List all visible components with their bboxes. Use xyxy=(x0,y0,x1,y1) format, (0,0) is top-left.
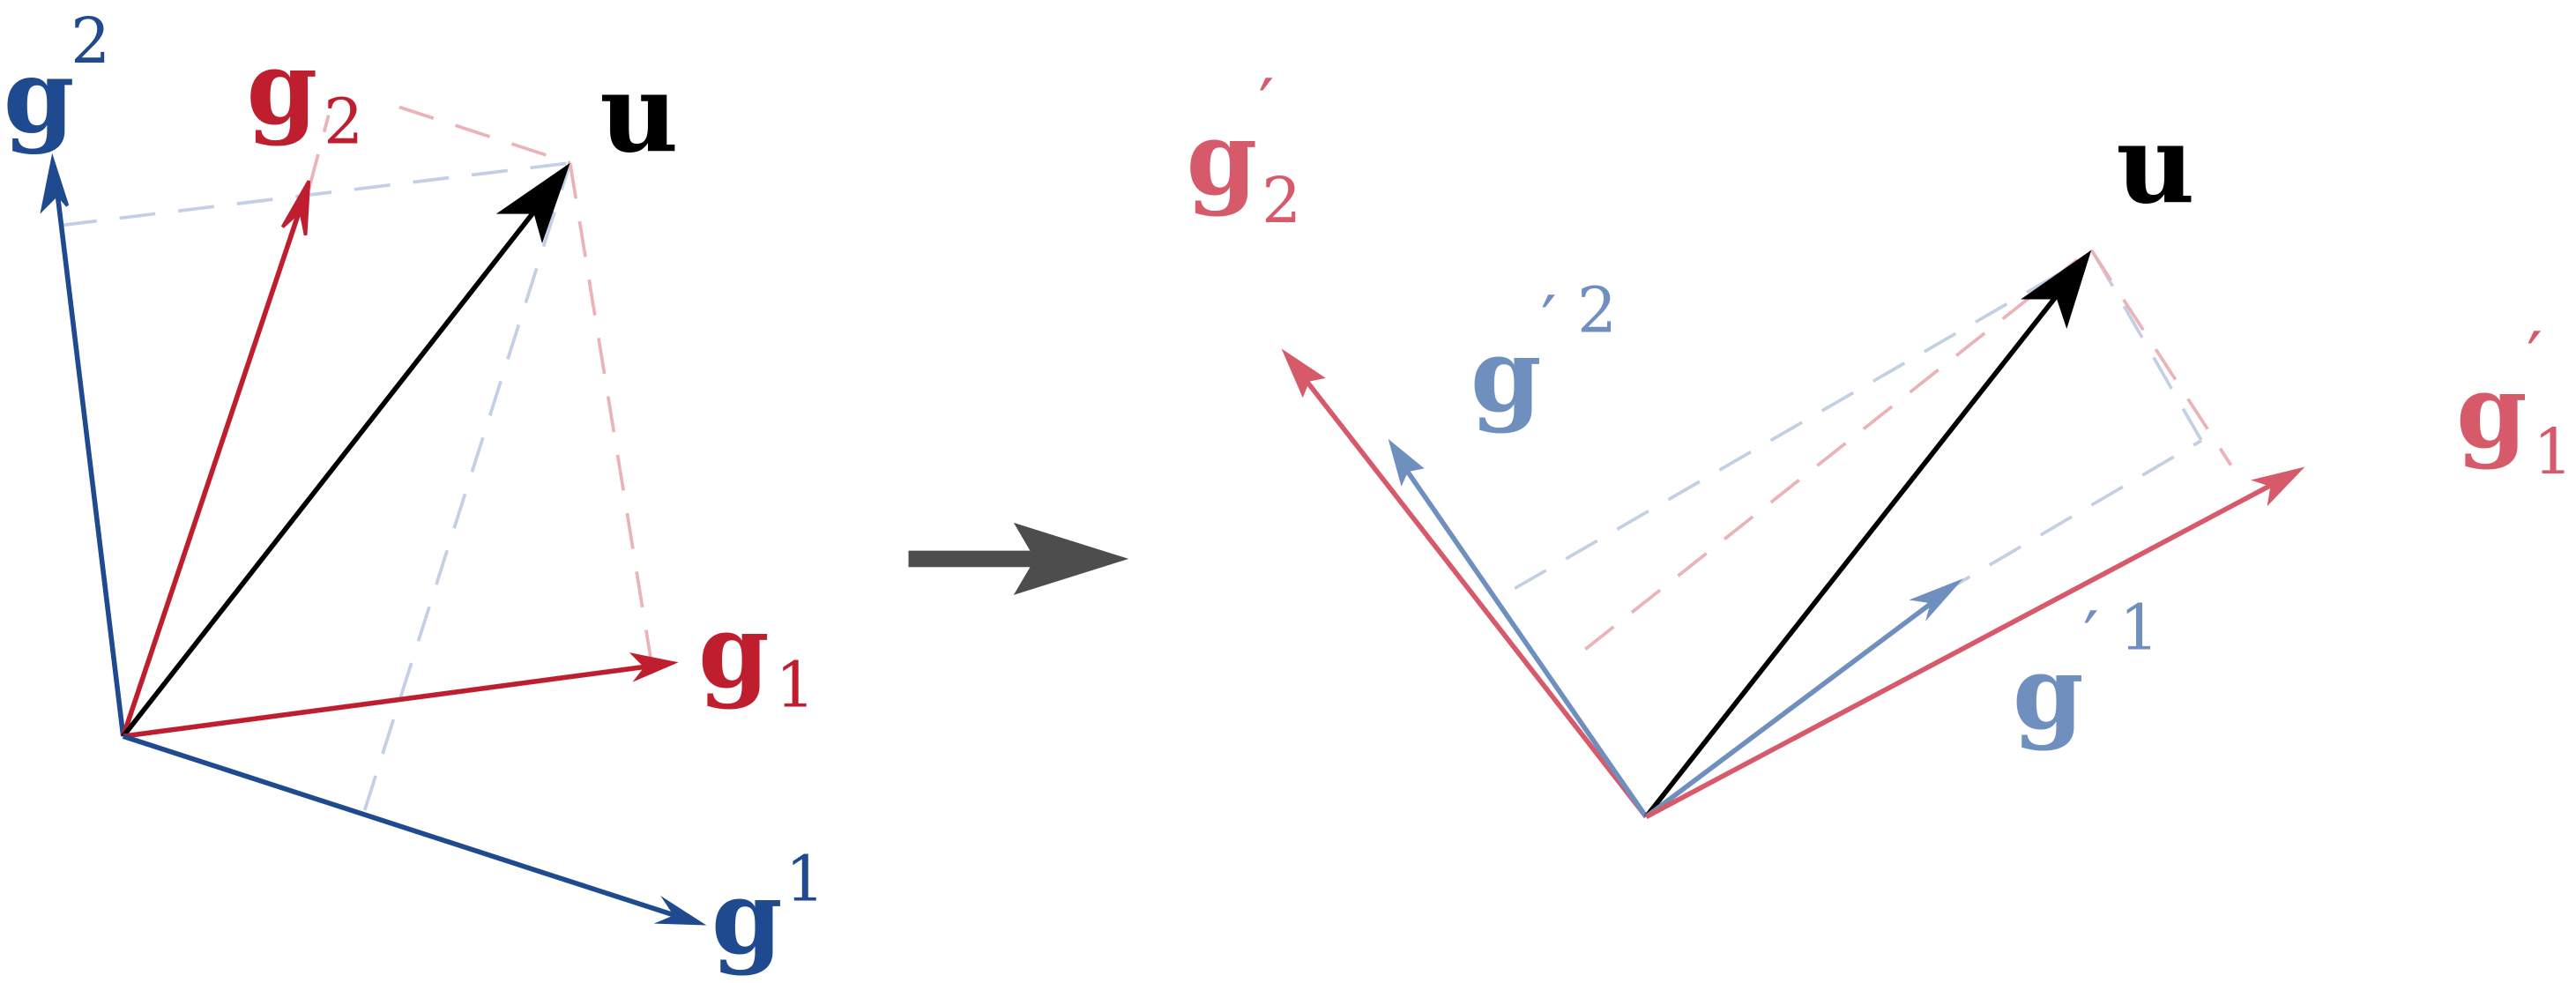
dash-u-gp1r xyxy=(2089,249,2233,466)
svg-text:g: g xyxy=(711,859,783,978)
svg-text:2: 2 xyxy=(71,4,110,78)
dash-gp1-up xyxy=(1938,439,2203,597)
vector-u xyxy=(121,189,553,738)
arrowhead xyxy=(1281,348,1326,398)
vector-gp-sub2 xyxy=(1295,368,1649,819)
label-g-sup1: g 1 xyxy=(711,843,825,979)
arrowhead xyxy=(1909,578,1963,622)
svg-text:′: ′ xyxy=(2083,597,2099,677)
dash-g2r-up xyxy=(307,115,331,190)
label-u: u xyxy=(599,51,678,178)
vector-g-sub1 xyxy=(123,663,655,739)
svg-text:g: g xyxy=(4,37,75,156)
arrowhead xyxy=(280,180,311,236)
vector-gp-sup2 xyxy=(1397,458,1649,819)
svg-text:2: 2 xyxy=(1262,164,1301,237)
label-gp-sub2: g ′ 2 xyxy=(1186,65,1301,237)
svg-text:g: g xyxy=(1470,316,1542,436)
label-g-sup2: g 2 xyxy=(4,4,110,156)
vector-g-sup1 xyxy=(122,734,691,923)
label-u-prime: u xyxy=(2116,102,2194,229)
svg-text:2: 2 xyxy=(1577,274,1617,347)
arrowhead xyxy=(2021,249,2092,330)
dash-u-g1r xyxy=(568,162,652,659)
vector-g-sub2 xyxy=(121,197,307,738)
dash-g2-u xyxy=(60,160,570,227)
dash-u-gp1b xyxy=(2093,254,2203,442)
arrowhead xyxy=(629,652,679,682)
svg-text:1: 1 xyxy=(776,649,815,722)
svg-text:′: ′ xyxy=(2527,318,2542,398)
vector-gp-sup1 xyxy=(1644,589,1948,819)
vector-gp-sub1 xyxy=(1644,474,2289,819)
label-g-sub1: g 1 xyxy=(698,592,815,721)
svg-text:g: g xyxy=(698,592,770,711)
dash-gp2r-u xyxy=(1584,249,2091,651)
dash-gp2-u xyxy=(1514,258,2084,591)
dash-g1-u xyxy=(362,162,572,811)
svg-text:g: g xyxy=(247,29,318,148)
arrowhead xyxy=(1388,438,1425,487)
svg-text:′: ′ xyxy=(1258,65,1274,145)
svg-text:g: g xyxy=(2013,634,2084,753)
vector-g-sup2 xyxy=(55,193,126,737)
svg-text:1: 1 xyxy=(2534,415,2573,488)
transform-arrow-icon xyxy=(908,522,1129,595)
label-g-sub2: g 2 xyxy=(247,29,364,158)
svg-text:2: 2 xyxy=(324,85,363,158)
arrowhead xyxy=(653,895,707,926)
dash-g2r-u xyxy=(398,105,571,165)
arrowhead xyxy=(2251,466,2305,507)
svg-text:1: 1 xyxy=(785,843,825,916)
svg-text:g: g xyxy=(2456,353,2528,472)
svg-text:1: 1 xyxy=(2119,591,2159,664)
vector-u-prime xyxy=(1644,272,2075,819)
arrowhead xyxy=(495,162,570,244)
label-gp-sup2: g ′ 2 xyxy=(1470,274,1617,436)
arrowhead xyxy=(40,153,70,214)
label-gp-sup1: g ′ 1 xyxy=(2013,591,2159,752)
svg-text:g: g xyxy=(1186,100,1257,219)
label-gp-sub1: g ′ 1 xyxy=(2456,318,2573,488)
svg-text:′: ′ xyxy=(1541,282,1557,362)
